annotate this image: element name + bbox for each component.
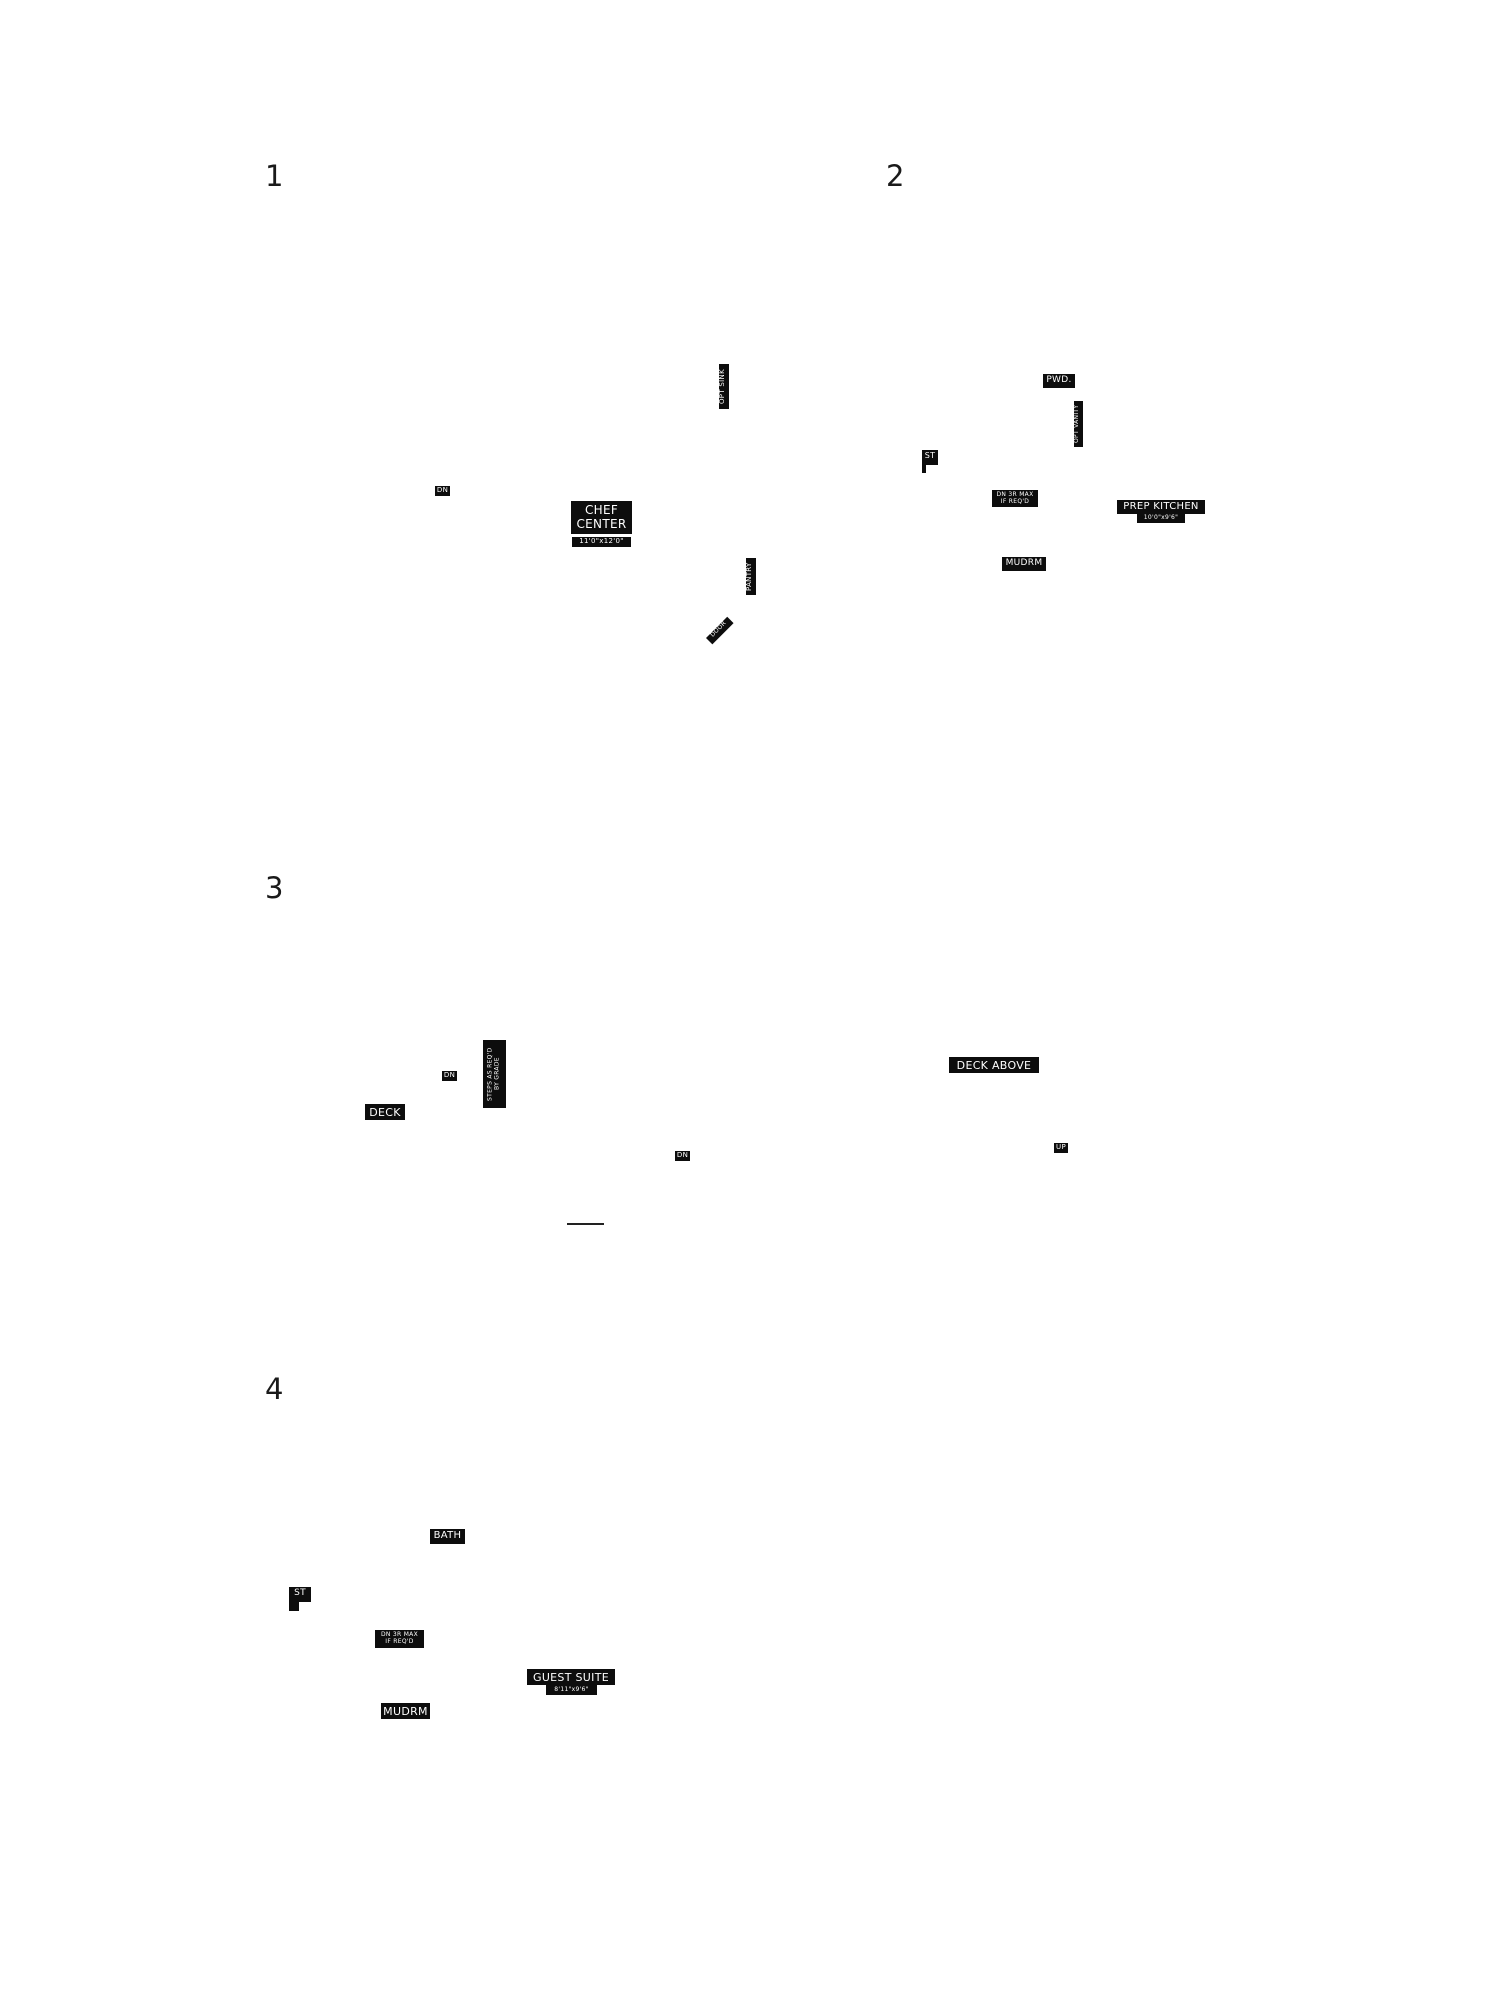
dn-3r-guest-line-1: DN 3R MAX — [380, 1631, 418, 1639]
storage-label: ST — [922, 450, 938, 465]
dn-label: DN — [435, 486, 450, 496]
chef-center-line-2: CENTER — [576, 516, 627, 531]
dn-3r-max-label: DN 3R MAX IF REQ'D — [992, 490, 1038, 507]
dn-3r-line-2: IF REQ'D — [1000, 497, 1030, 505]
panel-number-1: 1 — [265, 159, 284, 193]
door-label: DOOR — [706, 616, 734, 645]
bath-label: BATH — [430, 1529, 465, 1544]
guest-suite-label: GUEST SUITE — [527, 1669, 615, 1685]
up-label: UP — [1054, 1143, 1068, 1153]
prep-kitchen-dimension: 10'0"x9'6" — [1137, 514, 1185, 523]
panel-number-2: 2 — [886, 159, 905, 193]
chef-center-line-1: CHEF — [584, 502, 619, 517]
deck-label: DECK — [365, 1104, 405, 1120]
dn-3r-guest-line-2: IF REQ'D — [385, 1638, 414, 1645]
storage-marker-guest — [289, 1601, 299, 1611]
panel-number-3: 3 — [265, 871, 284, 905]
pantry-label: PANTRY — [745, 558, 756, 595]
dn-3r-max-label-guest: DN 3R MAX IF REQ'D — [375, 1630, 424, 1648]
steps-as-reqd-label: STEPS AS REQ'D BY GRADE — [483, 1040, 506, 1108]
prep-kitchen-label: PREP KITCHEN — [1117, 500, 1205, 514]
panel-number-4: 4 — [265, 1372, 284, 1406]
opt-vanity-label: OPT VANITY — [1073, 401, 1083, 447]
chef-center-dimension: 11'0"x12'0" — [572, 537, 631, 547]
opt-sink-label: OPT SINK — [718, 364, 729, 409]
section-line — [567, 1223, 604, 1225]
mudroom-label-guest: MUDRM — [381, 1703, 430, 1719]
steps-line-2: BY GRADE — [493, 1057, 501, 1091]
dn-label-deck: DN — [442, 1071, 457, 1081]
mudroom-label: MUDRM — [1002, 557, 1046, 571]
dn-3r-line-1: DN 3R MAX — [996, 490, 1034, 498]
dn-label-stair: DN — [675, 1151, 690, 1161]
chef-center-label: CHEF CENTER — [571, 501, 632, 534]
guest-suite-dimension: 8'11"x9'6" — [546, 1685, 597, 1695]
storage-label-guest: ST — [289, 1587, 311, 1602]
storage-marker — [922, 464, 926, 473]
powder-room-label: PWD. — [1043, 374, 1075, 388]
deck-above-label: DECK ABOVE — [949, 1057, 1039, 1073]
